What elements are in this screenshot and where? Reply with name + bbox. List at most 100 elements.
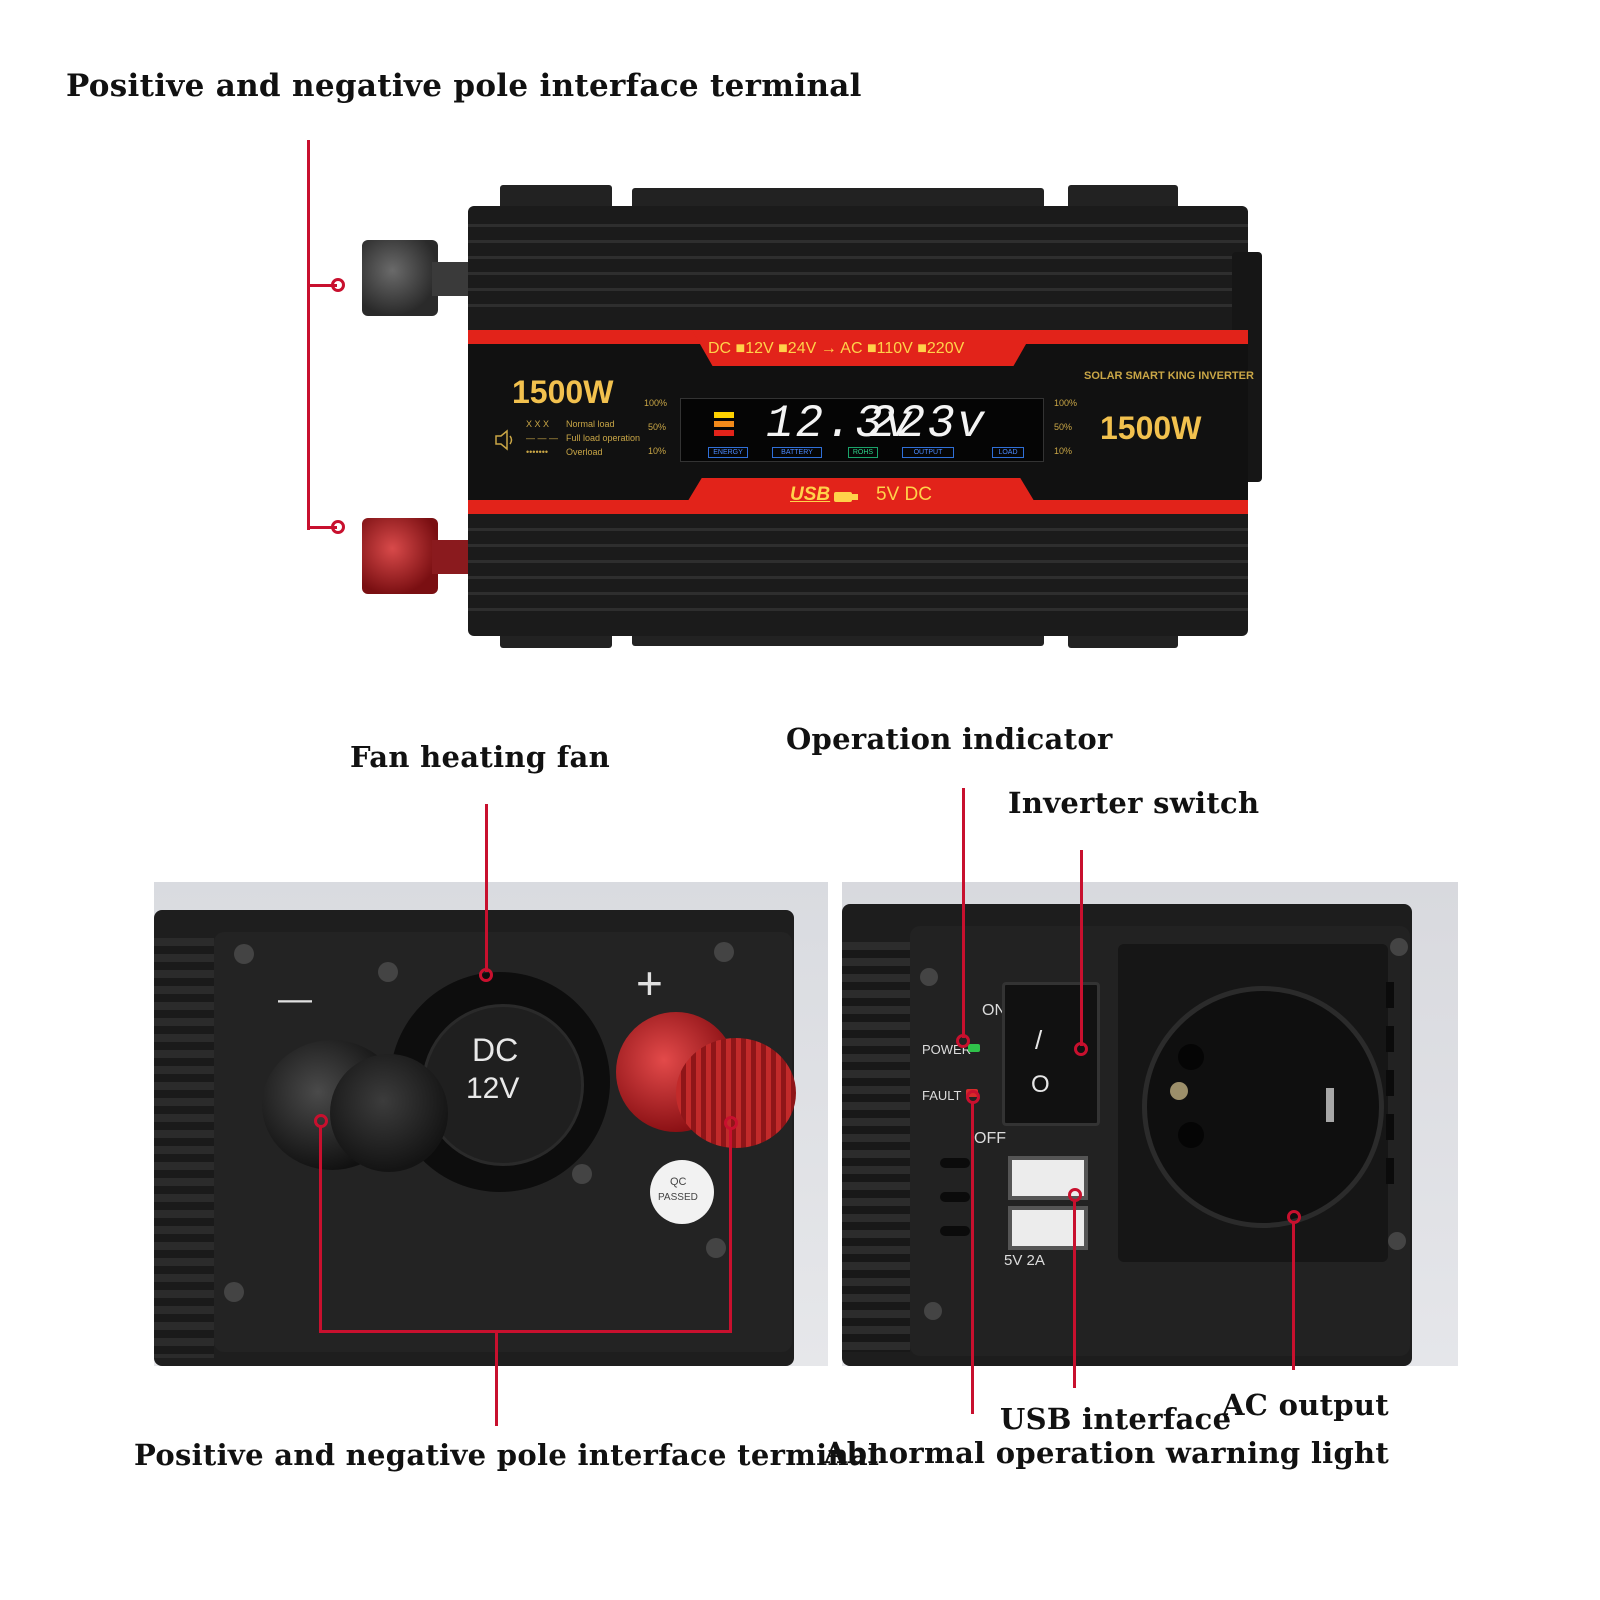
neg-terminal-leader [319,1126,322,1332]
socket-hole [1178,1044,1204,1070]
ac-output-socket[interactable] [1142,986,1384,1228]
top-leader-dot-neg [331,278,345,292]
screw [924,1302,942,1320]
usb-port-1[interactable] [1008,1156,1088,1200]
pct-right-10: 10% [1054,446,1073,456]
operation-indicator-label: Operation indicator [786,722,1113,756]
pct-left-100: 100% [644,398,668,408]
pct-left-50: 50% [648,422,667,432]
fan-side-fins [154,938,214,1358]
top-leader-pos [307,526,337,529]
fan-12v-label: 12V [466,1072,520,1105]
usb-5v-dc: 5V DC [876,484,932,505]
side-vent [1386,1158,1394,1184]
screw [714,942,734,962]
fan-leader [485,804,488,972]
inverter-switch-label: Inverter switch [1008,786,1260,820]
usb-interface-label: USB interface [1000,1402,1232,1436]
energy-bar-1 [714,412,734,418]
screw [1388,1232,1406,1250]
usb-port-2[interactable] [1008,1206,1088,1250]
fan-label: Fan heating fan [350,740,611,774]
socket-hole [1178,1122,1204,1148]
screw [1390,938,1408,956]
top-leader-vertical [307,140,310,530]
qc-sticker [650,1160,714,1224]
power-indicator-led [968,1044,980,1052]
usb-rating-label: 5V 2A [1004,1252,1045,1269]
positive-terminal-stem [432,540,468,574]
socket-ground-pin [1170,1082,1188,1100]
pct-right-50: 50% [1054,422,1073,432]
ac-side-photo: ON OFF POWER FAULT / O 5V 2A [842,882,1458,1366]
screw [378,962,398,982]
lcd-ac-voltage: 223v [868,398,987,450]
ac-side-fins [842,942,910,1352]
lcd-tag-battery: BATTERY [772,447,822,458]
screw [920,968,938,986]
top-leader-neg [307,284,337,287]
vent-slot [940,1158,970,1168]
negative-terminal-cap [330,1054,448,1172]
side-vent [1386,1114,1394,1140]
energy-bar-3 [714,430,734,436]
qc-passed-text: PASSED [658,1192,698,1203]
side-vent [1386,982,1394,1008]
positive-terminal-knob [362,518,438,594]
lcd-tag-energy: ENERGY [708,447,748,458]
socket-ground-clip [1326,1088,1334,1122]
panel-red-tab-top [692,330,1034,366]
inverter-switch-dot [1074,1042,1088,1056]
switch-on-mark: / [1035,1025,1043,1055]
top-leader-dot-pos [331,520,345,534]
bottom-terminal-label: Positive and negative pole interface ter… [134,1438,880,1472]
usb-plug-icon [834,492,858,502]
terminal-leader-down [495,1330,498,1426]
minus-sign: — [278,980,312,1018]
speaker-icon [495,429,513,451]
ac-output-label: AC output [1222,1388,1389,1422]
operation-indicator-leader [962,788,965,1038]
fan-side-photo: DC 12V — + QC PASSED [154,882,828,1366]
negative-terminal-knob [362,240,438,316]
lcd-dc-voltage: 12.3v [766,398,915,450]
legend-full-load: Full load operation [566,433,641,443]
legend-mark-3: ••••••• [526,447,549,457]
switch-on-label: ON [982,1002,1006,1019]
fault-label: FAULT [922,1088,962,1103]
legend-mark-2: — — — [526,433,559,443]
screw [224,1282,244,1302]
watt-right: 1500W [1100,410,1202,446]
lcd-tag-load: LOAD [992,447,1024,458]
brand-text: SOLAR SMART KING INVERTER [1084,370,1254,382]
lcd-display [680,398,1044,462]
usb-logo: USB [790,484,831,505]
vent-slot [940,1192,970,1202]
negative-terminal-stem [432,262,468,296]
panel-red-tab-bottom [680,478,1042,514]
pct-left-10: 10% [648,446,667,456]
ac-output-leader [1292,1222,1295,1370]
positive-terminal-cap [676,1038,796,1148]
pos-terminal-leader [729,1128,732,1332]
mode-line: DC ■12V ■24V → AC ■110V ■220V [708,340,965,357]
inverter-switch-leader [1080,850,1083,1046]
fan-leader-dot [479,968,493,982]
vent-slot [940,1226,970,1236]
terminal-leader-bar [319,1330,732,1333]
lcd-tag-rohs: ROHS [848,447,878,458]
switch-off-mark: O [1031,1071,1050,1098]
operation-indicator-dot [956,1034,970,1048]
screw [572,1164,592,1184]
energy-bar-2 [714,421,734,427]
switch-off-label: OFF [974,1130,1006,1147]
screw [706,1238,726,1258]
screw [234,944,254,964]
qc-text: QC [670,1176,687,1188]
usb-interface-leader [1073,1200,1076,1388]
watt-left: 1500W [512,374,614,410]
side-vent [1386,1026,1394,1052]
legend-normal-load: Normal load [566,419,615,429]
warning-light-label: Abnormal operation warning light [824,1436,1390,1470]
pct-right-100: 100% [1054,398,1078,408]
